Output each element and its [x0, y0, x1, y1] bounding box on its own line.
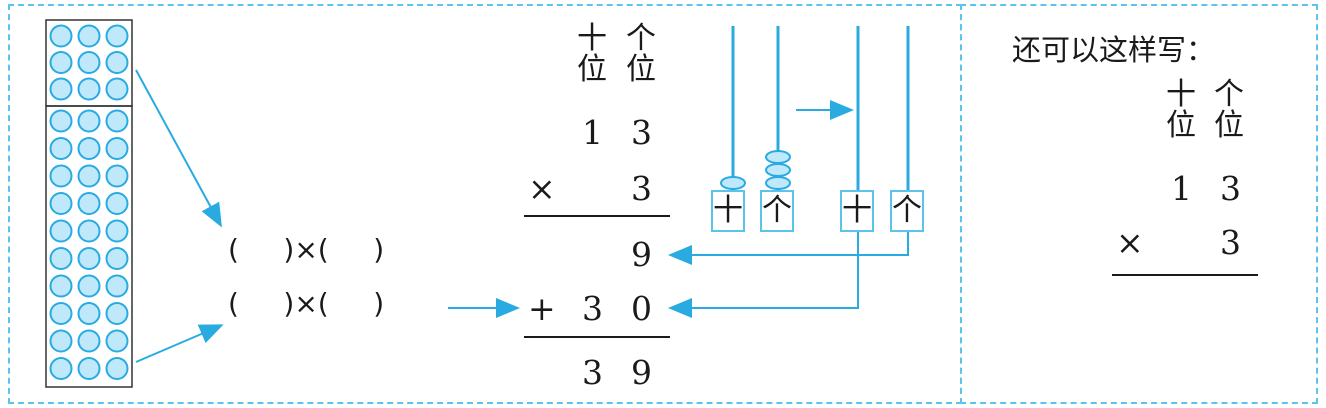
arrow-top-group	[135, 69, 222, 228]
multiply-sign: ×	[528, 169, 556, 208]
counter-circle	[105, 274, 129, 298]
multiplier-ones: 3	[631, 169, 652, 208]
partial-ones: 9	[631, 235, 652, 274]
counter-circle	[77, 192, 101, 215]
counter-circle	[105, 164, 129, 188]
counter-circle	[77, 357, 101, 380]
counter-circle	[77, 329, 101, 353]
counter-circle	[105, 329, 129, 353]
counter-circle	[105, 302, 129, 325]
counter-circle	[77, 302, 101, 325]
arrow-bottom-group	[135, 324, 224, 363]
abacus-bead	[765, 150, 791, 164]
counter-circle	[105, 77, 129, 101]
abacus-label-right-ones: 个	[890, 190, 924, 232]
counter-circle	[49, 192, 73, 215]
abacus-label-left-ones: 个	[760, 190, 794, 232]
counter-circle	[77, 137, 101, 160]
connector-tens-to-30	[668, 232, 859, 318]
counter-circle	[49, 51, 73, 74]
counter-circle	[49, 24, 73, 48]
counter-circle	[49, 302, 73, 325]
counter-circle	[105, 357, 129, 380]
counter-group-bottom	[45, 105, 133, 388]
counter-circle	[77, 77, 101, 101]
counter-circle	[105, 137, 129, 160]
counter-circle	[49, 357, 73, 380]
counter-circle	[105, 219, 129, 243]
abacus-bead	[720, 176, 746, 190]
right-panel-title: 还可以这样写：	[1012, 33, 1216, 67]
plus-sign: +	[528, 289, 556, 328]
counter-circle	[105, 51, 129, 74]
counter-circle	[105, 109, 129, 133]
right-multiplicand-tens: 1	[1171, 169, 1192, 208]
abacus-label-right-tens: 十	[840, 190, 874, 232]
counter-circle	[105, 247, 129, 270]
connector-ones-to-9	[668, 232, 909, 265]
right-rule	[1112, 274, 1258, 276]
right-multiply-sign: ×	[1116, 223, 1144, 262]
counter-circles	[49, 24, 129, 380]
counter-circle	[77, 274, 101, 298]
counter-circle	[49, 164, 73, 188]
rule-2	[524, 336, 670, 338]
counter-circle	[77, 24, 101, 48]
counter-circle	[77, 109, 101, 133]
counter-circle	[105, 24, 129, 48]
counter-circle	[77, 219, 101, 243]
rule-1	[524, 215, 670, 217]
right-panel-frame	[960, 4, 1318, 404]
counter-circle	[49, 77, 73, 101]
counter-circle	[77, 51, 101, 74]
result-ones: 9	[631, 353, 652, 392]
counter-circle	[49, 247, 73, 270]
right-header-tens: 十 位	[1166, 77, 1196, 143]
right-multiplicand-ones: 3	[1220, 169, 1241, 208]
counter-circle	[49, 109, 73, 133]
right-multiplier-ones: 3	[1220, 223, 1241, 262]
header-tens: 十 位	[577, 21, 607, 87]
counter-circle	[77, 247, 101, 270]
result-tens: 3	[582, 353, 603, 392]
partial-zero: 0	[631, 289, 652, 328]
abacus-bead	[765, 176, 791, 190]
multiplicand-ones: 3	[631, 113, 652, 152]
counter-circle	[49, 329, 73, 353]
counter-circle	[105, 192, 129, 215]
right-header-ones: 个 位	[1214, 77, 1244, 143]
partial-tens: 3	[582, 289, 603, 328]
counter-circle	[49, 274, 73, 298]
header-ones: 个 位	[626, 21, 656, 87]
counter-circle	[77, 164, 101, 188]
counter-circle	[49, 219, 73, 243]
expression-2: ( )×( )	[228, 287, 385, 320]
abacus-bead	[765, 163, 791, 177]
expression-1: ( )×( )	[228, 233, 385, 266]
multiplicand-tens: 1	[582, 113, 603, 152]
abacus-label-left-tens: 十	[711, 190, 745, 232]
counter-circle	[49, 137, 73, 160]
